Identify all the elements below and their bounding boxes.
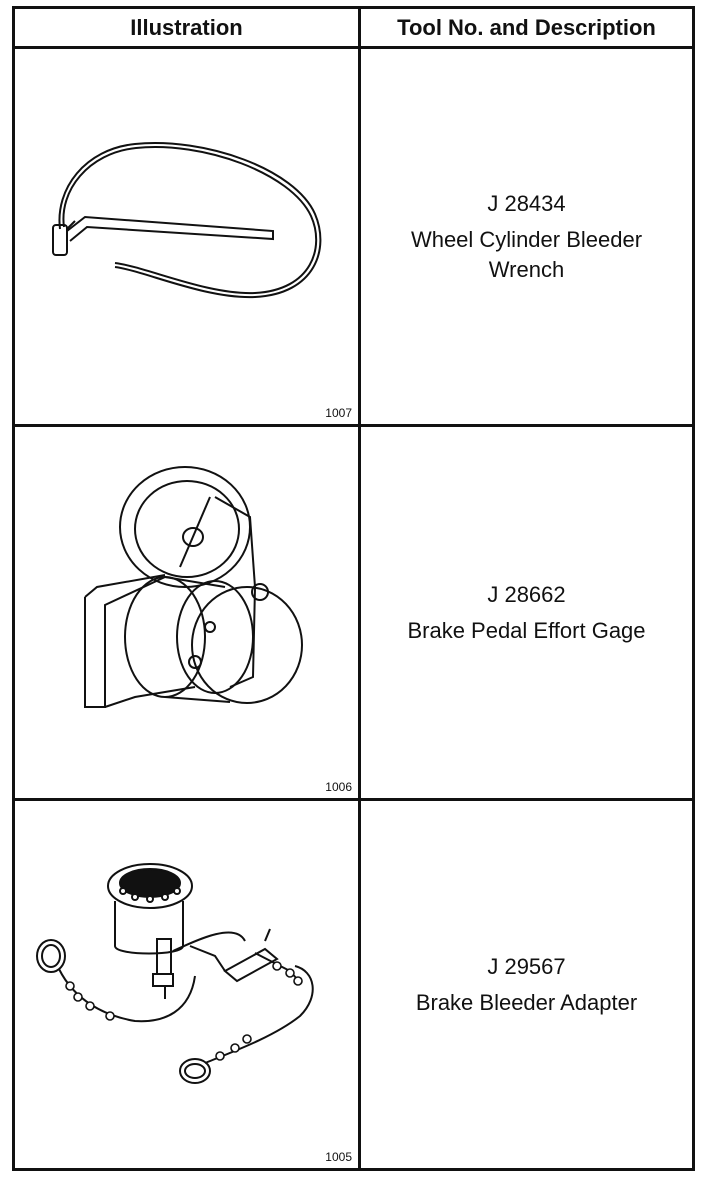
pedal-effort-gage-icon	[84, 466, 303, 708]
tool-number: J 29567	[487, 953, 566, 979]
table-row: 1005 J 29567 Brake Bleeder Adapter	[15, 801, 692, 1168]
bleeder-adapter-icon	[36, 863, 314, 1084]
tool-description-line: Wheel Cylinder Bleeder	[410, 226, 643, 252]
bleeder-wrench-icon	[52, 142, 322, 299]
tool-description-line: Brake Bleeder Adapter	[415, 989, 638, 1015]
figure-number: 1007	[325, 406, 352, 420]
header-tool-description: Tool No. and Description	[361, 9, 692, 49]
table-row: 1006 J 28662 Brake Pedal Effort Gage	[15, 427, 692, 801]
header-illustration: Illustration	[15, 9, 361, 49]
tool-number: J 28434	[487, 190, 566, 216]
tool-description-line: Wrench	[488, 256, 565, 282]
figure-number: 1005	[325, 1150, 352, 1164]
description-cell: J 28662 Brake Pedal Effort Gage	[361, 427, 692, 798]
tool-number: J 28662	[487, 581, 566, 607]
illustration-cell: 1006	[15, 427, 361, 798]
illustration-cell: 1007	[15, 49, 361, 424]
description-cell: J 29567 Brake Bleeder Adapter	[361, 801, 692, 1168]
description-cell: J 28434 Wheel Cylinder Bleeder Wrench	[361, 49, 692, 424]
tool-description-line: Brake Pedal Effort Gage	[407, 617, 646, 643]
figure-number: 1006	[325, 780, 352, 794]
table-row: 1007 J 28434 Wheel Cylinder Bleeder Wren…	[15, 49, 692, 427]
tool-table: Illustration Tool No. and Description 10…	[12, 6, 695, 1171]
illustration-cell: 1005	[15, 801, 361, 1168]
